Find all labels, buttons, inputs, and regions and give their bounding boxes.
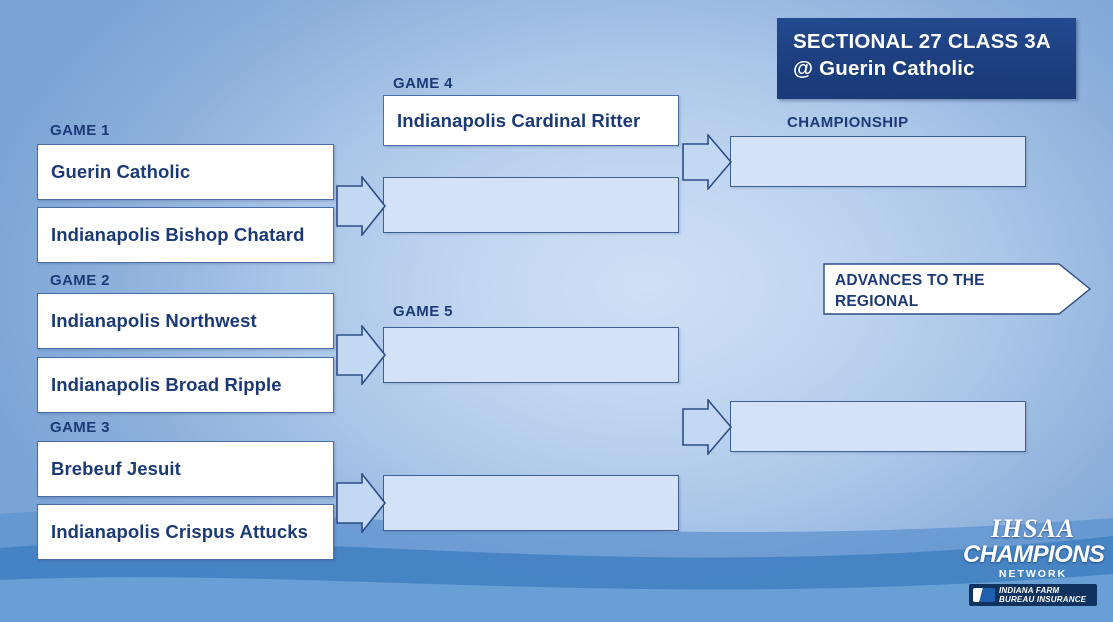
arrow-game-5-to-championship [682,399,732,455]
label-game-5: GAME 5 [393,303,453,320]
title-banner: SECTIONAL 27 CLASS 3A @ Guerin Catholic [777,18,1076,99]
label-game-2: GAME 2 [50,272,110,289]
team-box-northwest[interactable]: Indianapolis Northwest [37,293,334,349]
team-box-brebeuf-jesuit[interactable]: Brebeuf Jesuit [37,441,334,497]
team-box-cardinal-ritter[interactable]: Indianapolis Cardinal Ritter [383,95,679,146]
sponsor-text: INDIANA FARM BUREAU INSURANCE [999,586,1086,604]
arrow-game-1-to-game-4 [336,176,386,236]
team-name: Indianapolis Northwest [51,310,257,331]
advances-banner: ADVANCES TO THE REGIONAL [823,263,1091,315]
slot-game-4-winner-lower[interactable] [383,177,679,233]
title-line-2: @ Guerin Catholic [793,57,975,80]
team-name: Indianapolis Crispus Attucks [51,521,309,542]
sponsor-line-1: INDIANA FARM [999,586,1060,595]
arrow-game-3-to-game-5 [336,473,386,533]
farm-bureau-mark-icon [973,588,995,602]
label-game-1: GAME 1 [50,122,110,139]
slot-championship-lower[interactable] [730,401,1026,452]
team-name: Indianapolis Broad Ripple [51,374,282,395]
arrow-game-2-to-game-5 [336,325,386,385]
team-name: Brebeuf Jesuit [51,458,181,479]
sponsor-badge: INDIANA FARM BUREAU INSURANCE [969,584,1097,606]
team-box-broad-ripple[interactable]: Indianapolis Broad Ripple [37,357,334,413]
team-box-bishop-chatard[interactable]: Indianapolis Bishop Chatard [37,207,334,263]
slot-game-5-upper[interactable] [383,327,679,383]
logo-champions-text: CHAMPIONS [963,541,1105,568]
team-name: Indianapolis Cardinal Ritter [397,109,641,131]
logo-ihsaa-text: IHSAA [990,514,1076,543]
advances-line-2: REGIONAL [835,293,919,310]
sponsor-line-2: BUREAU INSURANCE [999,595,1087,604]
label-championship: CHAMPIONSHIP [787,114,909,131]
advances-arrow-shape [823,263,1091,315]
ihsaa-champions-network-logo: IHSAA CHAMPIONS NETWORK INDIANA FARM BUR… [963,514,1105,610]
team-box-guerin-catholic[interactable]: Guerin Catholic [37,144,334,200]
label-game-3: GAME 3 [50,419,110,436]
advances-line-1: ADVANCES TO THE [835,272,985,289]
arrow-game-4-to-championship [682,134,732,190]
advances-text: ADVANCES TO THE REGIONAL [835,270,1050,312]
slot-championship-upper[interactable] [730,136,1026,187]
label-game-4: GAME 4 [393,75,453,92]
title-line-1: SECTIONAL 27 CLASS 3A [793,30,1051,53]
team-name: Indianapolis Bishop Chatard [51,224,305,245]
logo-network-text: NETWORK [998,568,1068,580]
team-name: Guerin Catholic [51,161,191,182]
team-box-crispus-attucks[interactable]: Indianapolis Crispus Attucks [37,504,334,560]
slot-game-5-lower[interactable] [383,475,679,531]
